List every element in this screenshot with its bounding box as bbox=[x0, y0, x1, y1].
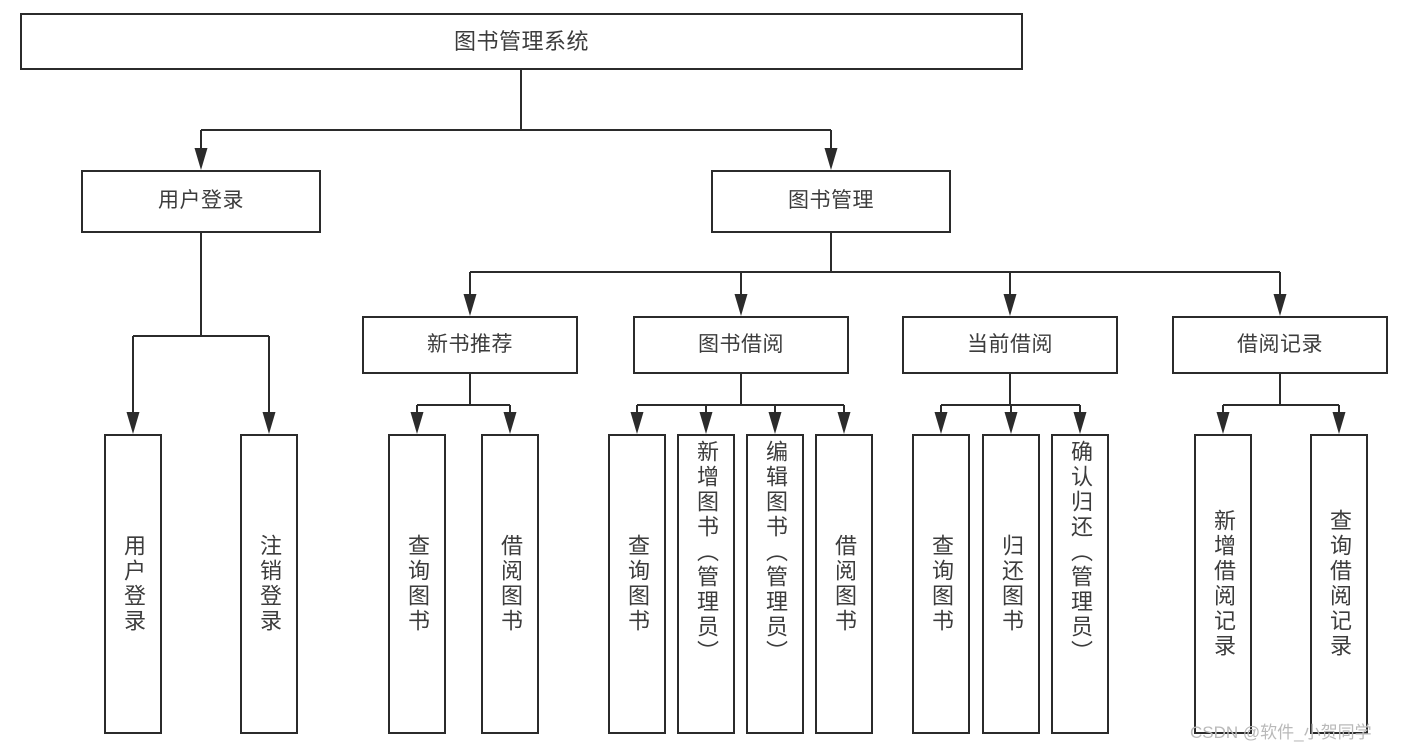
connector-book-borrow-branch-1-arrowhead bbox=[699, 412, 713, 434]
node-book-manage[interactable]: 图书管理 bbox=[711, 170, 951, 233]
leaf-node-leaf-query-book-1[interactable]: 查询图书 bbox=[388, 434, 446, 734]
node-root[interactable]: 图书管理系统 bbox=[20, 13, 1023, 70]
leaf-node-leaf-query-book-3[interactable]: 查询图书 bbox=[912, 434, 970, 734]
connector-book-borrow-branch-3-arrowhead bbox=[837, 412, 851, 434]
connector-current-borrow-branch-0-arrowhead bbox=[934, 412, 948, 434]
connector-book-manage-branch-3-arrowhead bbox=[1273, 294, 1287, 316]
connector-new-book-recommend-branch-0-arrowhead bbox=[410, 412, 424, 434]
leaf-node-leaf-confirm-return-admin[interactable]: 确认归还（管理员） bbox=[1051, 434, 1109, 734]
connector-borrow-record-branch-1-arrowhead bbox=[1332, 412, 1346, 434]
connector-user-login-branch-1-arrowhead bbox=[262, 412, 276, 434]
node-borrow-record[interactable]: 借阅记录 bbox=[1172, 316, 1388, 374]
leaf-node-leaf-edit-book-admin[interactable]: 编辑图书（管理员） bbox=[746, 434, 804, 734]
node-label: 用户登录 bbox=[121, 534, 146, 634]
connector-book-borrow-branch-0-arrowhead bbox=[630, 412, 644, 434]
node-label: 新书推荐 bbox=[427, 332, 513, 356]
node-label: 归还图书 bbox=[999, 534, 1024, 634]
connector-borrow-record-branch-0-arrowhead bbox=[1216, 412, 1230, 434]
node-current-borrow[interactable]: 当前借阅 bbox=[902, 316, 1118, 374]
connector-book-borrow-branch-2-arrowhead bbox=[768, 412, 782, 434]
node-label: 查询图书 bbox=[405, 534, 430, 634]
leaf-node-leaf-logout-login[interactable]: 注销登录 bbox=[240, 434, 298, 734]
node-label: 借阅图书 bbox=[498, 534, 523, 634]
node-label: 图书管理 bbox=[788, 189, 874, 213]
connector-book-manage-branch-1-arrowhead bbox=[734, 294, 748, 316]
leaf-node-leaf-return-book[interactable]: 归还图书 bbox=[982, 434, 1040, 734]
node-label: 查询图书 bbox=[625, 534, 650, 634]
connector-book-manage-branch-2-arrowhead bbox=[1003, 294, 1017, 316]
connector-user-login-branch-0-arrowhead bbox=[126, 412, 140, 434]
leaf-node-leaf-borrow-book-1[interactable]: 借阅图书 bbox=[481, 434, 539, 734]
leaf-node-leaf-query-borrow-record[interactable]: 查询借阅记录 bbox=[1310, 434, 1368, 734]
node-label: 用户登录 bbox=[158, 189, 244, 213]
node-label: 新增图书（管理员） bbox=[694, 440, 719, 665]
node-label: 图书借阅 bbox=[698, 332, 784, 356]
leaf-node-leaf-query-book-2[interactable]: 查询图书 bbox=[608, 434, 666, 734]
node-label: 查询借阅记录 bbox=[1327, 509, 1352, 659]
leaf-node-leaf-user-login[interactable]: 用户登录 bbox=[104, 434, 162, 734]
node-new-book-recommend[interactable]: 新书推荐 bbox=[362, 316, 578, 374]
leaf-node-leaf-add-borrow-record[interactable]: 新增借阅记录 bbox=[1194, 434, 1252, 734]
connector-current-borrow-branch-1-arrowhead bbox=[1004, 412, 1018, 434]
connector-book-manage-branch-0-arrowhead bbox=[463, 294, 477, 316]
node-label: 查询图书 bbox=[929, 534, 954, 634]
node-label: 编辑图书（管理员） bbox=[763, 440, 788, 665]
connector-root-branch-0-arrowhead bbox=[194, 148, 208, 170]
node-label: 借阅图书 bbox=[832, 534, 857, 634]
node-book-borrow[interactable]: 图书借阅 bbox=[633, 316, 849, 374]
node-label: 借阅记录 bbox=[1237, 332, 1323, 356]
node-user-login[interactable]: 用户登录 bbox=[81, 170, 321, 233]
node-label: 注销登录 bbox=[257, 534, 282, 634]
leaf-node-leaf-add-book-admin[interactable]: 新增图书（管理员） bbox=[677, 434, 735, 734]
connector-current-borrow-branch-2-arrowhead bbox=[1073, 412, 1087, 434]
node-label: 当前借阅 bbox=[967, 332, 1053, 356]
node-label: 确认归还（管理员） bbox=[1068, 440, 1093, 665]
node-label: 新增借阅记录 bbox=[1211, 509, 1236, 659]
node-label: 图书管理系统 bbox=[453, 28, 589, 54]
connector-new-book-recommend-branch-1-arrowhead bbox=[503, 412, 517, 434]
leaf-node-leaf-borrow-book-2[interactable]: 借阅图书 bbox=[815, 434, 873, 734]
connector-root-branch-1-arrowhead bbox=[824, 148, 838, 170]
